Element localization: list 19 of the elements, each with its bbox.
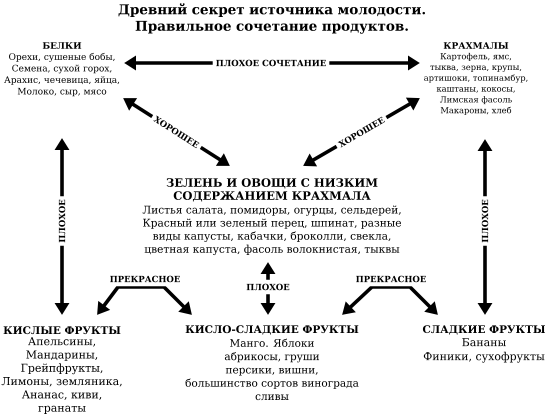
food-list: Картофель, ямс, тыква, зерна, крупы, артишоки, топинамбур, каштаны, кокосы, Лимская фасоль Макароны, хлеб — [424, 52, 528, 115]
group-heading: КИСЛО-СЛАДКИЕ ФРУКТЫ — [186, 325, 358, 335]
food-list: Манго. Яблоки абрикосы, груши персики, вишни, большинство сортов винограда сливы — [186, 338, 359, 400]
food-list: Листья салата, помидоры, огурцы, сельдерей, Красный или зеленый перец, шпинат, разные виды капусты, кабачки, броколли, свекла, цветная капуста, фасоль волокнистая, тыквы — [142, 206, 401, 256]
edge-label: ПЛОХОЕ — [243, 280, 293, 294]
group-heading: КРАХМАЛЫ — [444, 42, 508, 49]
title: Древний секрет источника молодости. Правильное сочетание продуктов. — [118, 3, 426, 34]
group-heading: СЛАДКИЕ ФРУКТЫ — [422, 325, 545, 335]
food-list: Апельсины, Мандарины, Грейпфрукты, Лимоны, земляника, Ананас, киви, гранаты — [2, 337, 122, 414]
edge-label: ПЛОХОЕ — [54, 196, 70, 246]
group-heading: БЕЛКИ — [42, 42, 82, 49]
group-heading: ЗЕЛЕНЬ И ОВОЩИ С НИЗКИМ СОДЕРЖАНИЕМ КРАХМАЛА — [166, 178, 378, 202]
food-list: Орехи, сушеные бобы, Семена, сухой горох, Арахис, чечевица, яйца, Молоко, сыр, мясо — [4, 52, 120, 96]
food-list: Бананы Финики, сухофрукты — [424, 338, 544, 363]
edge-label: ПЛОХОЕ СОЧЕТАНИЕ — [212, 56, 330, 70]
edge-label: ПЛОХОЕ — [478, 196, 492, 246]
edge-label: ПРЕКРАСНОЕ — [352, 272, 430, 286]
edge-label: ПРЕКРАСНОЕ — [106, 272, 184, 286]
group-heading: КИСЛЫЕ ФРУКТЫ — [4, 326, 120, 334]
